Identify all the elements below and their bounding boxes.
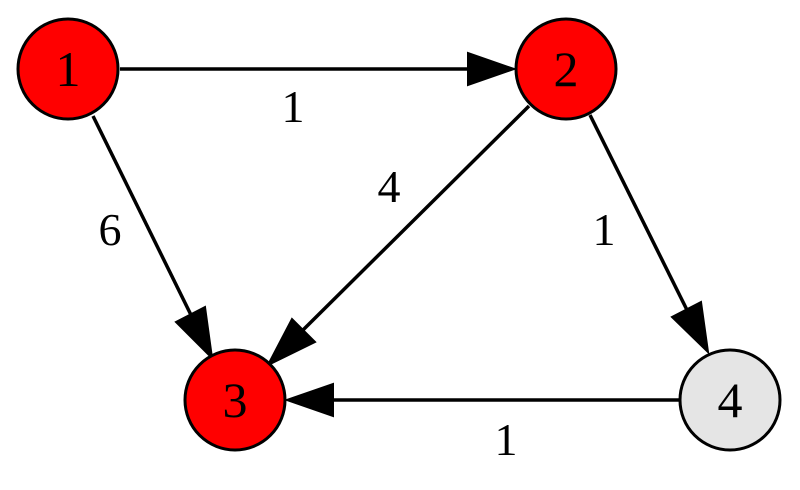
graph-node-4: 4: [678, 348, 782, 452]
graph-node-1: 1: [16, 17, 120, 121]
edge-line-2-4: [588, 114, 689, 311]
edge-2-to-3: 4: [265, 104, 531, 368]
node-circle-2: [514, 17, 618, 121]
node-label-4: 4: [718, 372, 743, 428]
arrowhead-2-4: [670, 300, 710, 355]
edge-line-2-3: [301, 104, 531, 332]
edge-label-1-2: 1: [282, 81, 305, 132]
arrowhead-4-3: [283, 382, 334, 418]
edge-label-2-4: 1: [593, 204, 616, 255]
node-label-1: 1: [56, 41, 81, 97]
node-circle-4: [678, 348, 782, 452]
graph-node-2: 2: [514, 17, 618, 121]
edge-1-to-2: 1: [120, 51, 518, 132]
graph-node-3: 3: [183, 348, 287, 452]
arrowhead-2-3: [265, 317, 317, 368]
arrowhead-1-3: [174, 305, 214, 361]
edge-label-1-3: 6: [99, 204, 122, 255]
edge-label-2-3: 4: [378, 161, 401, 212]
edge-line-1-3: [91, 115, 193, 316]
arrowhead-1-2: [467, 51, 518, 87]
node-circle-3: [183, 348, 287, 452]
node-label-3: 3: [223, 372, 248, 428]
node-circle-1: [16, 17, 120, 121]
edge-label-4-3: 1: [495, 414, 518, 465]
node-label-2: 2: [554, 41, 579, 97]
edge-2-to-4: 1: [588, 114, 710, 355]
edge-4-to-3: 1: [283, 382, 679, 465]
edge-1-to-3: 6: [91, 115, 214, 361]
